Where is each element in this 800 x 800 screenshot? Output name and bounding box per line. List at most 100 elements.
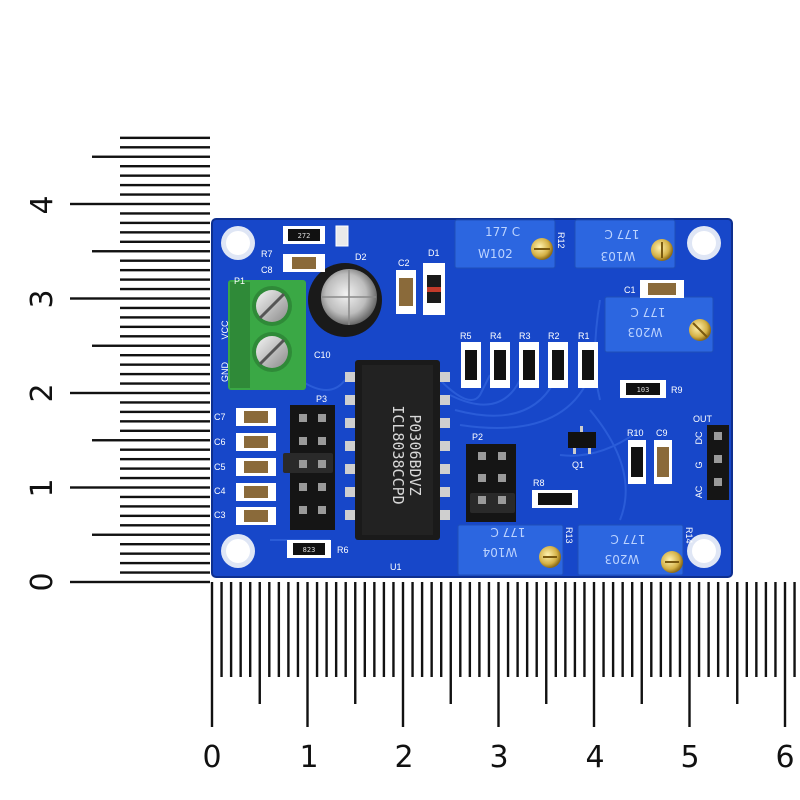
smd-code-r7: 272: [298, 232, 311, 240]
ruler-tick: [688, 582, 691, 727]
hruler-label-2: 2: [394, 740, 413, 775]
ruler-tick: [210, 582, 214, 727]
ruler-tick: [363, 582, 366, 677]
electrolytic-capacitor: [308, 263, 382, 337]
led: [335, 225, 349, 247]
ruler-tick: [449, 582, 452, 704]
header-pin: [318, 460, 326, 468]
ruler-tick: [120, 231, 210, 234]
ruler-tick: [611, 582, 615, 677]
ruler-tick: [268, 582, 271, 677]
ruler-tick: [392, 582, 395, 677]
header-pin: [478, 452, 486, 460]
ruler-tick: [120, 552, 210, 555]
label-c4: C4: [214, 486, 226, 496]
ruler-tick: [120, 476, 210, 480]
ruler-tick: [120, 146, 210, 149]
mounting-holes: [221, 226, 721, 568]
ruler-tick: [554, 582, 557, 677]
ruler-tick: [120, 410, 210, 414]
smd-capacitor-body: [244, 461, 268, 473]
potentiometer-w203-bottom: 177 C W203: [577, 524, 684, 576]
ruler-tick: [120, 325, 210, 329]
chip-pin: [345, 510, 357, 520]
ruler-tick: [120, 448, 210, 451]
header-pin: [318, 437, 326, 445]
label-c5: C5: [214, 462, 226, 472]
pot-marking: 177 C: [610, 532, 645, 546]
header-pin: [299, 414, 307, 422]
ruler-tick: [120, 571, 210, 574]
pot-marking: W203: [628, 325, 663, 339]
ruler-tick: [334, 582, 338, 677]
ruler-tick: [631, 582, 634, 677]
header-pin: [498, 496, 506, 504]
pin-header-p2: [466, 444, 516, 522]
label-r8: R8: [533, 478, 545, 488]
ruler-tick: [382, 582, 386, 677]
ruler-tick: [602, 582, 605, 677]
screw-terminal: [228, 280, 306, 390]
label-c2: C2: [398, 258, 410, 268]
vruler-label-1: 1: [25, 478, 60, 497]
ruler-tick: [401, 582, 405, 727]
capacitor-column: [236, 408, 276, 525]
chip-pin: [345, 464, 357, 474]
ruler-tick: [92, 344, 210, 347]
label-c7: C7: [214, 412, 226, 422]
ruler-tick: [564, 582, 567, 677]
hruler-label-5: 5: [680, 740, 699, 775]
vertical-ruler-labels: 0 1 2 3 4: [25, 195, 60, 591]
chip-pin: [345, 418, 357, 428]
header-pin: [714, 455, 722, 463]
potentiometer-w103: 177 C W103: [574, 219, 676, 269]
label-gnd: GND: [220, 362, 230, 383]
ruler-tick: [120, 268, 210, 272]
ruler-tick: [306, 582, 309, 727]
ruler-tick: [411, 582, 414, 677]
ruler-tick: [315, 582, 319, 677]
label-r9: R9: [671, 385, 683, 395]
ruler-tick: [120, 316, 210, 319]
pot-marking: 177 C: [490, 525, 525, 539]
pot-marking: 177 C: [485, 225, 520, 239]
header-pin: [318, 506, 326, 514]
smd-resistor-body: [494, 350, 506, 380]
label-c10: C10: [314, 350, 331, 360]
pot-marking: W102: [478, 247, 513, 261]
pot-marking: W203: [605, 552, 640, 566]
ruler-tick: [573, 582, 577, 677]
chip-pin: [438, 418, 450, 428]
ruler-tick: [120, 457, 210, 461]
pcb-board: ICL8038CCPD P0306BDVZ 177 C W102: [211, 218, 733, 578]
ruler-tick: [120, 363, 210, 366]
label-out: OUT: [693, 414, 713, 424]
ruler-tick: [344, 582, 347, 677]
ruler-tick: [249, 582, 252, 677]
ruler-tick: [120, 372, 210, 376]
ruler-tick: [229, 582, 233, 677]
smd-resistor-body: [552, 350, 564, 380]
vruler-label-0: 0: [25, 572, 60, 591]
chip-pin: [438, 441, 450, 451]
ruler-tick: [459, 582, 462, 677]
label-r7: R7: [261, 249, 273, 259]
ruler-tick: [220, 582, 223, 677]
ruler-tick: [420, 582, 424, 677]
ruler-tick: [707, 582, 710, 677]
ruler-tick: [120, 495, 210, 499]
ruler-tick: [120, 259, 210, 262]
ruler-tick: [120, 420, 210, 423]
label-d2: D2: [355, 252, 367, 262]
potentiometer-w104: 177 C W104: [457, 524, 564, 576]
label-p2: P2: [472, 432, 483, 442]
pot-marking: W103: [601, 249, 636, 263]
ruler-tick: [468, 582, 472, 677]
label-g: G: [694, 461, 704, 468]
ruler-tick: [120, 278, 210, 281]
ruler-tick: [287, 582, 290, 677]
header-pin: [299, 506, 307, 514]
ruler-tick: [440, 582, 443, 677]
horizontal-ruler: [210, 582, 796, 727]
